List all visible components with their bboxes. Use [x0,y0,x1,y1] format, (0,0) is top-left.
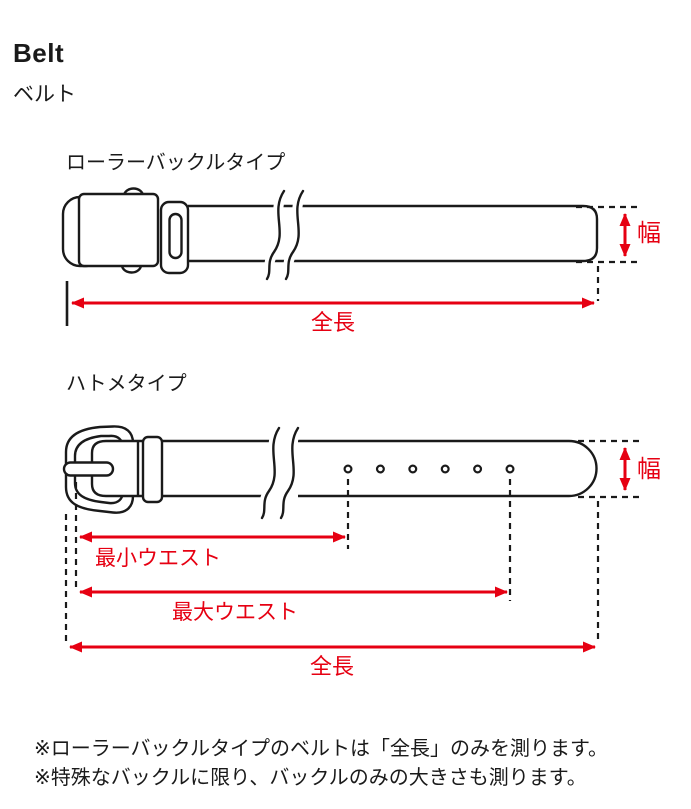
eyelet-hole [505,464,515,474]
eyelet-hole [408,464,418,474]
measure-label-min-waist: 最小ウエスト [95,547,221,570]
footnote-total-length-only: ※ローラーバックルタイプのベルトは「全長」のみを測ります。 [34,738,608,760]
hatome-belt-drawing [62,426,642,653]
measure-label-total-length-2: 全長 [309,654,354,679]
measure-label-max-waist: 最大ウエスト [172,601,298,624]
measure-label-width-2: 幅 [637,456,661,483]
eyelet-hole [473,464,483,474]
section-label-hatome-type: ハトメタイプ [66,373,187,395]
section-label-roller-buckle-type: ローラーバックルタイプ [66,152,286,174]
footnote-special-buckle: ※特殊なバックルに限り、バックルのみの大きさも測ります。 [34,767,587,789]
belt-wrap-fill [92,441,340,496]
belt-strap [188,204,599,263]
page-title-en: Belt [13,38,65,68]
belt-keeper [141,435,164,504]
keeper-slot [168,212,183,260]
page-title-ja: ベルト [13,83,76,106]
belt-strap [298,439,598,498]
buckle-plate [77,192,160,268]
measure-label-width-1: 幅 [637,220,661,247]
eyelet-hole [440,464,450,474]
measure-label-total-length-1: 全長 [310,310,355,335]
eyelet-holes [343,464,515,474]
buckle-prong [62,461,115,477]
eyelet-hole [343,464,353,474]
roller-buckle-belt-drawing [61,189,642,326]
eyelet-hole [375,464,385,474]
